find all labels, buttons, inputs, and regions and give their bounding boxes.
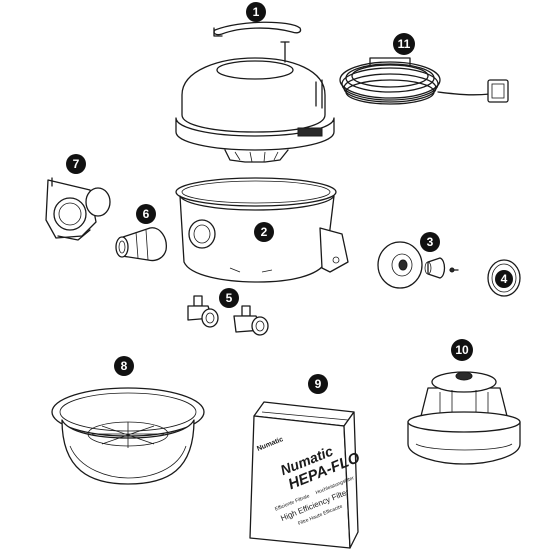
svg-text:3: 3	[427, 235, 434, 249]
svg-text:4: 4	[501, 272, 508, 286]
part-10-motor	[407, 371, 521, 465]
part-5-castors	[187, 295, 269, 336]
part-6-hose-connector	[115, 227, 167, 262]
svg-text:2: 2	[261, 225, 268, 239]
part-7-inlet-flap	[45, 177, 111, 241]
callout-9: 9	[308, 374, 328, 394]
svg-text:11: 11	[398, 37, 411, 51]
part-11-cable-reel	[339, 57, 509, 105]
svg-text:5: 5	[226, 291, 233, 305]
svg-text:1: 1	[253, 5, 260, 19]
svg-text:7: 7	[73, 157, 80, 171]
callout-5: 5	[219, 288, 239, 308]
callout-7: 7	[66, 154, 86, 174]
callout-11: 11	[393, 33, 415, 55]
callout-8: 8	[114, 356, 134, 376]
callout-4: 4	[495, 270, 513, 288]
callout-2: 2	[254, 222, 274, 242]
part-9-filter-bag-box	[249, 401, 359, 549]
callout-6: 6	[136, 204, 156, 224]
part-8-filter-basket	[51, 387, 205, 485]
svg-text:6: 6	[143, 207, 150, 221]
part-1-handle	[213, 21, 302, 37]
callout-3: 3	[420, 232, 440, 252]
svg-text:8: 8	[121, 359, 128, 373]
part-3-exhaust-fittings	[377, 241, 459, 289]
svg-text:9: 9	[315, 377, 322, 391]
head-housing	[175, 41, 335, 163]
callout-1: 1	[246, 2, 266, 22]
svg-text:10: 10	[455, 343, 469, 357]
callout-10: 10	[451, 339, 473, 361]
